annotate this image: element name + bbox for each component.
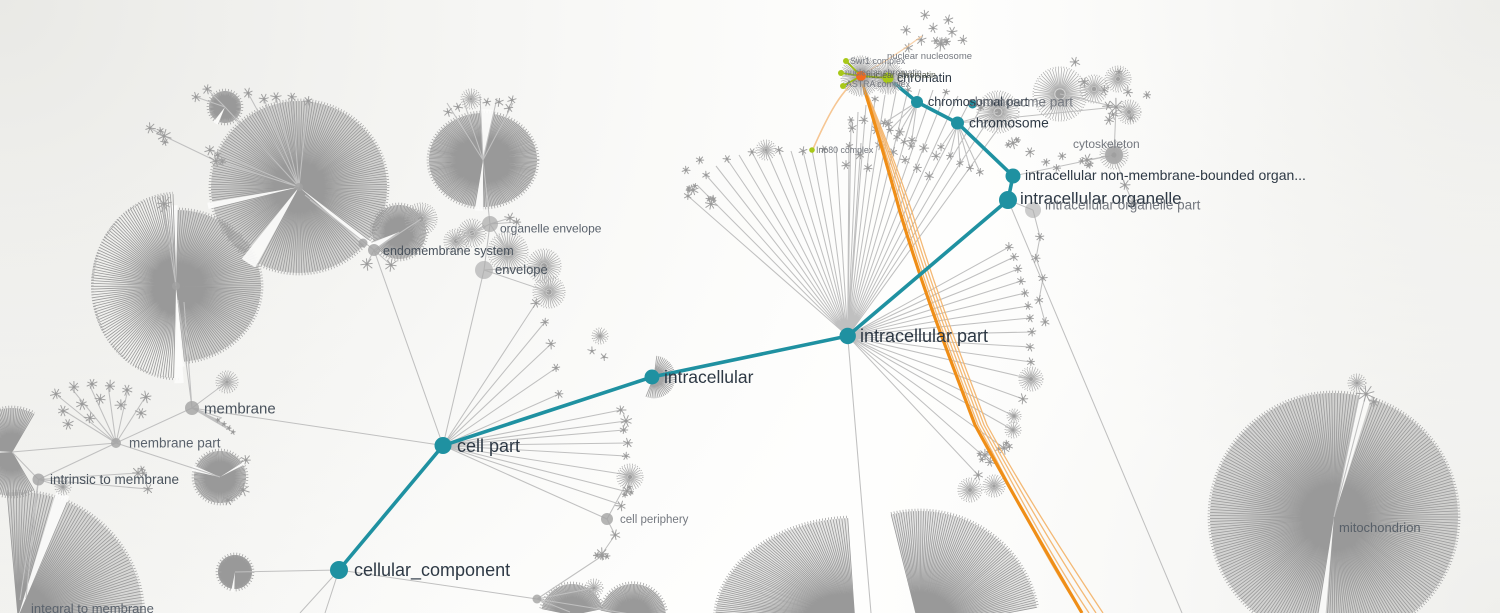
svg-text:cell part: cell part xyxy=(457,436,520,456)
svg-text:membrane part: membrane part xyxy=(129,436,221,451)
svg-text:intracellular organelle part: intracellular organelle part xyxy=(1045,198,1201,213)
svg-text:nuclear chromatin: nuclear chromatin xyxy=(866,70,936,80)
svg-text:cell periphery: cell periphery xyxy=(620,514,689,526)
svg-text:intrinsic to membrane: intrinsic to membrane xyxy=(50,472,179,487)
svg-text:Ino80 complex: Ino80 complex xyxy=(816,145,874,155)
svg-text:organelle envelope: organelle envelope xyxy=(500,222,602,236)
svg-text:intracellular: intracellular xyxy=(664,367,754,387)
svg-text:chromatin: chromatin xyxy=(897,71,952,85)
svg-text:Swr1 complex: Swr1 complex xyxy=(850,56,906,66)
svg-text:endomembrane system: endomembrane system xyxy=(383,244,514,258)
svg-text:intracellular non-membrane-bou: intracellular non-membrane-bounded organ… xyxy=(1025,167,1306,183)
svg-text:integral to membrane: integral to membrane xyxy=(31,601,154,613)
svg-text:envelope: envelope xyxy=(495,262,548,277)
svg-text:cellular_component: cellular_component xyxy=(354,560,510,581)
svg-text:nucleolar chromatin: nucleolar chromatin xyxy=(845,68,922,78)
svg-text:nuclear nucleosome: nuclear nucleosome xyxy=(887,51,972,62)
svg-text:intracellular part: intracellular part xyxy=(860,326,988,346)
svg-text:mitochondrion: mitochondrion xyxy=(1339,520,1421,535)
svg-text:ASTRA complex: ASTRA complex xyxy=(846,79,911,89)
svg-text:chromosome: chromosome xyxy=(969,116,1049,131)
svg-text:intracellular organelle: intracellular organelle xyxy=(1020,189,1182,208)
svg-text:chromosomal part: chromosomal part xyxy=(928,95,1029,109)
svg-text:chromosome part: chromosome part xyxy=(968,95,1073,110)
svg-text:cytoskeleton: cytoskeleton xyxy=(1073,137,1140,151)
svg-text:membrane: membrane xyxy=(204,401,276,418)
